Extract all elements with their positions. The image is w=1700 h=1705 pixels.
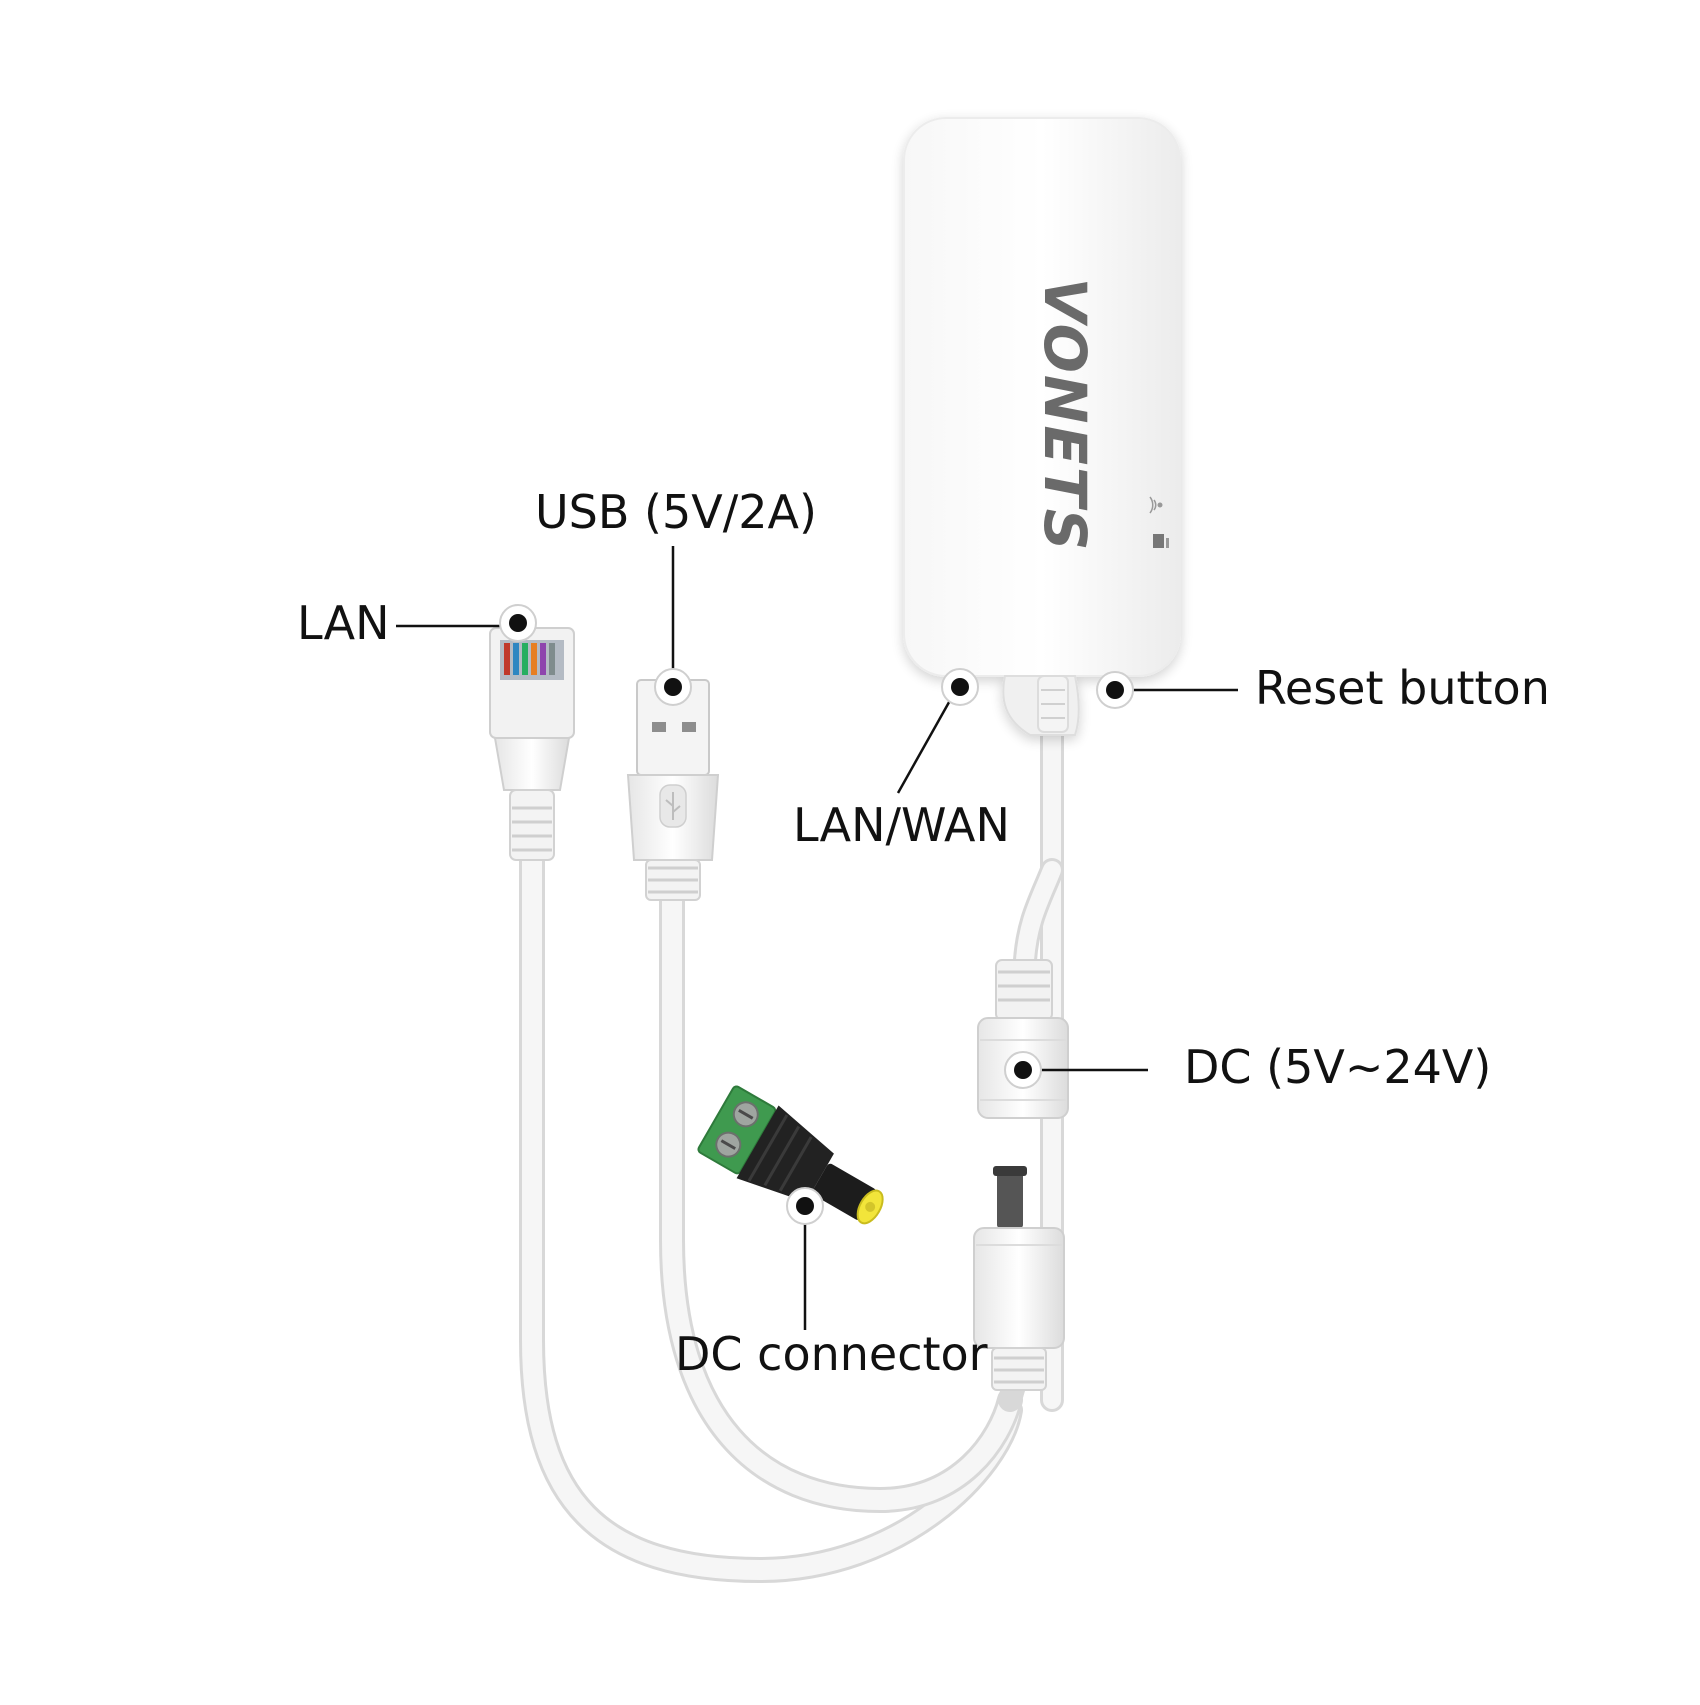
usb-label: USB (5V/2A) [535, 485, 817, 539]
dc-connector-marker [786, 1187, 824, 1225]
usb-symbol-icon [659, 784, 687, 828]
network-indicator-icon [1153, 534, 1169, 548]
lanwan-callout-line [896, 687, 959, 794]
router-device: VONETS [903, 117, 1181, 736]
reset-marker [1096, 671, 1134, 709]
lan-label: LAN [297, 596, 390, 650]
lanwan-marker [941, 668, 979, 706]
dc-male-plug [973, 1166, 1065, 1391]
callout-markers [499, 604, 1134, 1225]
reset-button-label: Reset button [1255, 661, 1550, 715]
dc-marker [1004, 1051, 1042, 1089]
wifi-indicator-icon [1149, 496, 1163, 514]
vonets-logo: VONETS [1031, 278, 1099, 553]
lan-wan-label: LAN/WAN [793, 798, 1010, 852]
dc-input-label: DC (5V~24V) [1184, 1040, 1492, 1094]
svg-text:VONETS: VONETS [1031, 278, 1099, 553]
callout-lines [396, 546, 1238, 1330]
usb-plug [626, 679, 720, 901]
dc-terminal-connector [697, 1085, 884, 1225]
rj45-lan-plug [489, 627, 575, 861]
usb-marker [654, 668, 692, 706]
dc-connector-label: DC connector [675, 1327, 988, 1381]
lan-marker [499, 604, 537, 642]
